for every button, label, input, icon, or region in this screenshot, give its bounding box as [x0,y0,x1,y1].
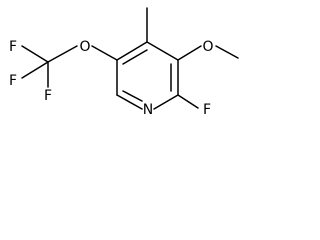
bond-c5-o5 [91,45,118,61]
bonds [21,7,239,110]
atom-fc-label: F [44,88,52,104]
atom-n1-label: N [143,102,153,118]
structure-canvas: N F O O F F F [0,0,254,132]
atom-o3-label: O [202,39,213,55]
atom-fa-label: F [9,39,17,55]
bond-n1-c6-inner [122,90,143,102]
bond-c5-c4 [116,41,148,61]
bond-c3-o3 [177,45,202,61]
bond-c2-n1 [153,94,179,110]
bond-n1-c6 [116,94,143,110]
bond-c5-c4-inner [122,49,148,65]
molecule-structure: N F O O F F F [9,7,239,118]
atom-fb-label: F [9,73,17,89]
bond-c2-f2 [177,94,199,109]
bond-cf3-fb [21,61,49,79]
bond-cf3-fa [21,45,49,63]
atom-o5-label: O [79,39,90,55]
bond-c4-c3 [146,41,179,61]
atom-labels: N F O O F F F [9,39,214,118]
bond-o3-methyl [215,45,239,59]
atom-f2-label: F [203,102,211,118]
bond-o5-cf3 [47,45,78,63]
